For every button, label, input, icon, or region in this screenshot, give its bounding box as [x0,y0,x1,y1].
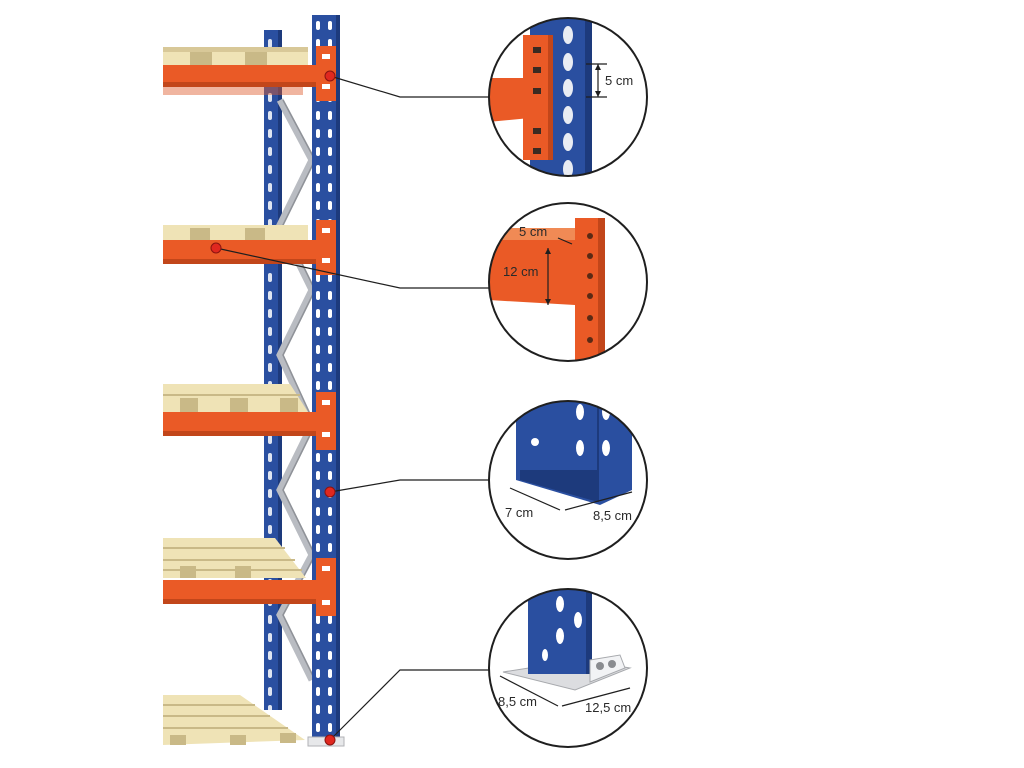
dimension-label: 8,5 cm [498,694,537,709]
callout-marker-icon [324,486,336,498]
dimension-label: 5 cm [605,73,633,88]
rack-frame [264,15,345,747]
dimension-label: 7 cm [505,505,533,520]
dimension-label: 12 cm [503,264,538,279]
zoom-circle-icon [488,588,648,748]
leader-line-3 [329,479,490,493]
dimension-label: 8,5 cm [593,508,632,523]
leader-line-1 [329,75,490,98]
callout-markers [210,70,336,746]
zoom-circle-perforation-pitch: 5 cm [488,17,648,177]
shelf-level-4 [163,538,336,616]
dimension-label: 12,5 cm [585,700,631,715]
callout-marker-icon [210,242,222,254]
load-beam [163,65,323,87]
zoom-circle-icon [488,400,648,560]
zoom-circle-base-plate: 8,5 cm 12,5 cm [488,588,648,748]
floor-pallet [163,695,305,745]
zoom-circle-icon [488,17,648,177]
shelf-level-1 [163,46,336,101]
shelf-level-3 [163,384,336,450]
leader-line-2 [215,247,490,289]
callout-marker-icon [324,70,336,82]
shelf-level-2 [163,220,336,275]
dimension-label: 5 cm [519,224,547,239]
callout-marker-icon [324,734,336,746]
leader-lines [215,75,490,741]
zoom-circle-upright-profile: 7 cm 8,5 cm [488,400,648,560]
zoom-circle-icon [488,202,648,362]
leader-line-4 [329,669,490,741]
zoom-circle-beam-section: 5 cm 12 cm [488,202,648,362]
